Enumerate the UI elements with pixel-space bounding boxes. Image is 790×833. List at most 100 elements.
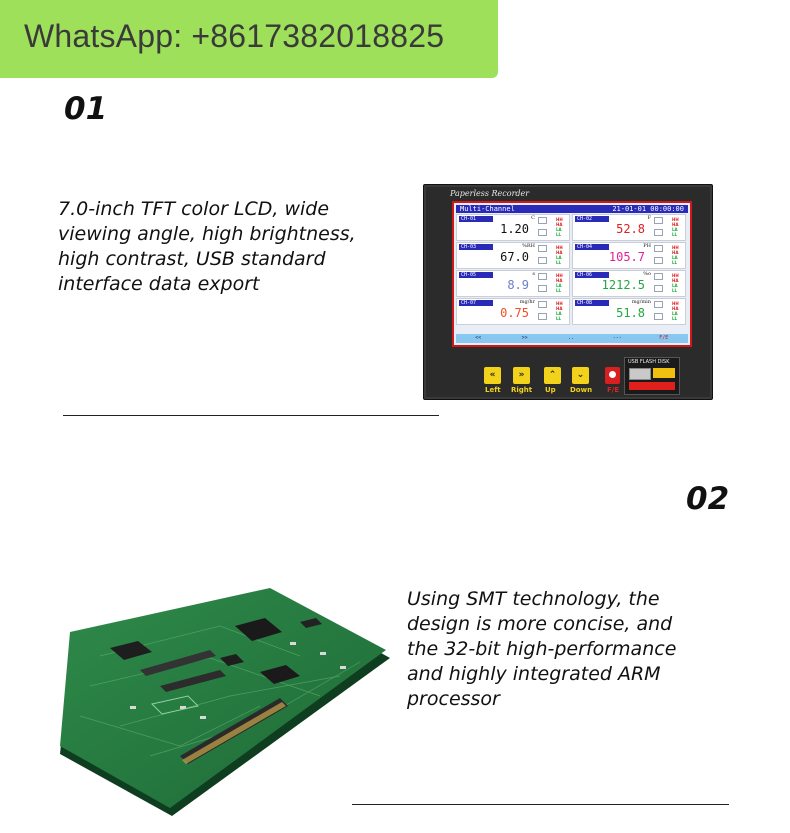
alarm-label: HA (672, 306, 679, 311)
section2-line: processor (407, 688, 500, 710)
section2-line: and highly integrated ARM (407, 663, 661, 685)
alarm-box (538, 217, 547, 224)
chip (300, 618, 322, 628)
channel-tag: CH-07 (459, 300, 493, 306)
ribbon-connector (160, 670, 226, 692)
channel-unit: C (531, 215, 535, 221)
channel-unit: s (532, 271, 535, 277)
whatsapp-banner: WhatsApp: +8617382018825 (0, 0, 498, 78)
alarm-label: LL (556, 232, 562, 237)
key-label: Right (511, 386, 533, 394)
channel-unit: %o (643, 271, 651, 277)
alarm-box (538, 245, 547, 252)
screen-footer-button: << (475, 335, 482, 341)
alarm-label: HH (556, 245, 563, 250)
alarm-box (654, 301, 663, 308)
alarm-box (538, 301, 547, 308)
alarm-label: HH (672, 273, 679, 278)
alarm-label: LL (672, 316, 678, 321)
alarm-box (654, 313, 663, 320)
section2-line: design is more concise, and (407, 613, 673, 635)
alarm-label: HH (556, 217, 563, 222)
alarm-label: LA (672, 311, 678, 316)
usb-indicator-icon (653, 368, 675, 378)
alarm-label: HH (672, 217, 679, 222)
alarm-label: HA (672, 278, 679, 283)
section1-line: 7.0-inch TFT color LCD, wide (58, 198, 330, 220)
section2-description: Using SMT technology, the design is more… (407, 587, 676, 712)
screen-title: Multi-Channel (460, 205, 515, 213)
channel-unit: F (647, 215, 651, 221)
screen-footer-button: .. (567, 335, 574, 341)
alarm-box (538, 257, 547, 264)
cpu-chip (235, 618, 282, 641)
alarm-label: LA (556, 255, 562, 260)
alarm-label: LA (556, 227, 562, 232)
fe-key (605, 367, 620, 384)
key-down-icon: ⌄ (572, 367, 589, 384)
phone-icon (609, 371, 616, 378)
alarm-label: HH (672, 301, 679, 306)
alarm-label: LA (556, 283, 562, 288)
channel-unit: PH (643, 243, 651, 249)
channel-tag: CH-04 (575, 244, 609, 250)
channel-value: 52.8 (616, 222, 645, 236)
key-label: Left (485, 386, 501, 394)
channel-value: 67.0 (500, 250, 529, 264)
alarm-box (654, 285, 663, 292)
channel-tag: CH-02 (575, 216, 609, 222)
usb-port-icon (629, 368, 651, 380)
alarm-label: LA (672, 255, 678, 260)
channel-value: 51.8 (616, 306, 645, 320)
alarm-box (538, 273, 547, 280)
alarm-label: HA (556, 278, 563, 283)
fe-key-label: F/E (607, 386, 620, 394)
alarm-box (538, 285, 547, 292)
alarm-label: LL (672, 260, 678, 265)
screen-footer-button: >> (521, 335, 528, 341)
ribbon-connector (140, 650, 216, 676)
section-number-01: 01 (64, 91, 108, 127)
key-left-icon: « (484, 367, 501, 384)
screen-footer-bar: <<>>..---F/E (456, 334, 688, 343)
alarm-box (654, 245, 663, 252)
connector-pins (182, 702, 286, 764)
alarm-box (538, 229, 547, 236)
section1-line: high contrast, USB standard (58, 248, 326, 270)
section2-divider (352, 804, 729, 805)
paperless-recorder-image: Paperless Recorder Multi-Channel 21-01-0… (423, 184, 713, 400)
alarm-label: HA (556, 306, 563, 311)
channel-unit: %RH (522, 243, 535, 249)
silkscreen-outline (151, 695, 199, 715)
channel-value: 8.9 (507, 278, 529, 292)
alarm-label: LL (556, 288, 562, 293)
section1-divider (63, 415, 439, 416)
alarm-label: LA (672, 227, 678, 232)
key-label: Down (570, 386, 593, 394)
channel-value: 0.75 (500, 306, 529, 320)
alarm-box (654, 229, 663, 236)
alarm-label: HA (556, 222, 563, 227)
device-brand-label: Paperless Recorder (450, 189, 530, 198)
chip (110, 641, 152, 660)
whatsapp-contact-text: WhatsApp: +8617382018825 (24, 18, 445, 54)
channel-tag: CH-05 (459, 272, 493, 278)
channel-tag: CH-01 (459, 216, 493, 222)
alarm-label: LL (556, 260, 562, 265)
channel-value: 105.7 (608, 250, 645, 264)
section-number-02: 02 (686, 481, 730, 517)
alarm-label: LL (556, 316, 562, 321)
screen-footer-button: --- (612, 335, 622, 341)
key-up-icon: ⌃ (544, 367, 561, 384)
alarm-label: LA (672, 283, 678, 288)
section2-line: Using SMT technology, the (407, 588, 660, 610)
